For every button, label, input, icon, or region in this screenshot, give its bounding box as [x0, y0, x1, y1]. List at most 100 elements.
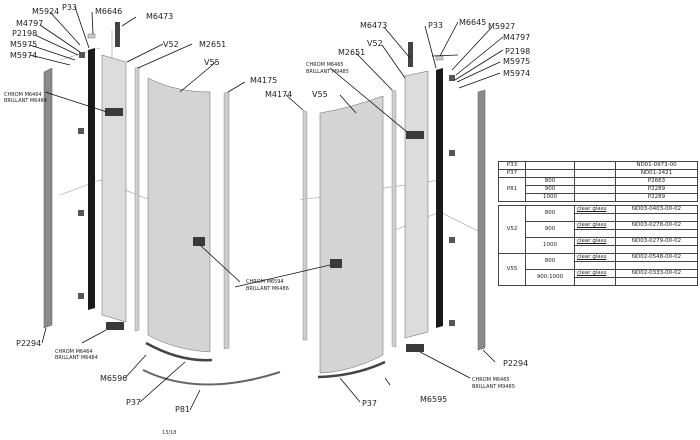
- label-p33-right: P33: [428, 21, 443, 30]
- table-row: 900 P2289: [499, 185, 698, 194]
- strip-m2651-right: [391, 89, 397, 348]
- label-m4174: M4174: [265, 90, 292, 99]
- cell-blank: [615, 245, 698, 254]
- cell-code: ND01-2421: [615, 169, 698, 178]
- cell-size: 900: [525, 221, 575, 238]
- label-m4797: M4797: [16, 19, 43, 28]
- label-p37: P37: [126, 398, 141, 407]
- parts-table-profiles: P33 ND01-0973-00 P37 ND01-2421 P81 800 P…: [498, 161, 698, 202]
- cell-size: 1000: [525, 193, 575, 202]
- cap-m6646: [87, 33, 96, 39]
- table-row: 900 clear glass ND03-0278-00-02: [499, 221, 698, 238]
- cell-code: ND03-0278-00-02: [615, 221, 698, 230]
- cell-note: [574, 193, 616, 202]
- label-m5974-right: M5974: [503, 69, 530, 78]
- cell-code: ND02-0548-00-02: [615, 253, 698, 262]
- label-m6646: M6646: [95, 7, 122, 16]
- cell-size: 900;1000: [525, 269, 575, 286]
- table-row: V55 800 clear glass ND02-0548-00-02: [498, 253, 698, 286]
- cell-note: [574, 177, 616, 186]
- label-m6596: M6596: [100, 374, 127, 383]
- cell-note: [574, 169, 616, 178]
- wall-profile-p2294-right: [477, 89, 486, 351]
- label-p37-right: P37: [362, 399, 377, 408]
- seal-profile-p33-right: [436, 68, 443, 328]
- cell-blank: [615, 277, 698, 286]
- cell-part: V55: [498, 253, 526, 286]
- label-handle-bottom-chrom-right: CHROM M6465: [472, 377, 510, 383]
- label-v52: V52: [163, 40, 179, 49]
- left-assembly: M5924 P33 M6646 M6473 M4797 P2198 M5975 …: [4, 3, 289, 414]
- cell-part: P81: [498, 177, 526, 202]
- cell-size: [525, 169, 575, 178]
- cell-size: 800: [525, 177, 575, 186]
- profile-m4175: [223, 91, 230, 350]
- table-row: 1000 clear glass ND03-0279-00-02: [499, 237, 698, 254]
- parts-table-glass: V52 800 clear glass ND03-0403-00-02 900 …: [498, 205, 698, 286]
- cell-note: [574, 161, 616, 170]
- cell-code: P2289: [615, 193, 698, 202]
- label-v52-right: V52: [367, 39, 383, 48]
- cell-blank: [574, 213, 616, 222]
- strip-m2651: [134, 66, 140, 332]
- cell-size: 800: [525, 253, 575, 270]
- label-v55-right: V55: [312, 90, 328, 99]
- cell-note: clear glass: [574, 237, 616, 246]
- cell-size: 1000: [525, 237, 575, 254]
- wall-brackets-right: [449, 75, 455, 326]
- label-m2651-right: M2651: [338, 48, 365, 57]
- cell-part: P37: [498, 169, 526, 178]
- label-handle-bottom-chrom: CHROM M6464: [55, 349, 93, 355]
- label-p2294: P2294: [16, 339, 41, 348]
- label-p81: P81: [175, 405, 190, 414]
- handle-mid: [193, 237, 205, 246]
- cap-m6645: [435, 55, 444, 61]
- table-row: P37 ND01-2421: [498, 169, 698, 178]
- cell-note: clear glass: [574, 205, 616, 214]
- label-p2198: P2198: [12, 29, 37, 38]
- cell-code: ND02-0333-00-02: [615, 269, 698, 278]
- label-p33: P33: [62, 3, 77, 12]
- page-number: 13/18: [162, 430, 177, 436]
- label-m6645: M6645: [459, 18, 486, 27]
- fixed-glass-panel-v52-right: [404, 70, 429, 339]
- cell-code: ND03-0403-00-02: [615, 205, 698, 214]
- cell-part: P33: [498, 161, 526, 170]
- label-m4175: M4175: [250, 76, 277, 85]
- label-m2651: M2651: [199, 40, 226, 49]
- cell-code: ND03-0279-00-02: [615, 237, 698, 246]
- table-row: V52 800 clear glass ND03-0403-00-02: [498, 205, 698, 254]
- cell-note: clear glass: [574, 253, 616, 262]
- cell-blank: [615, 261, 698, 270]
- hinge-top-right: [406, 131, 424, 139]
- hinge-top: [105, 108, 123, 116]
- label-handle-top-brillant: BRILLANT M6484: [4, 98, 47, 104]
- label-p2294-right: P2294: [503, 359, 528, 368]
- label-m4797-right: M4797: [503, 33, 530, 42]
- label-handle-top-brillant-right: BRILLANT M9485: [306, 69, 349, 75]
- label-m5927: M5927: [488, 22, 515, 31]
- table-row: P81 800 P2663: [498, 177, 698, 202]
- wall-profile-p2294: [43, 67, 53, 329]
- cell-code: P2289: [615, 185, 698, 194]
- cell-size: 900: [525, 185, 575, 194]
- label-handle-mid-chrom: CHROM M6594: [246, 279, 284, 285]
- top-connector-m6473-right: [408, 42, 413, 67]
- table-row: 900;1000 clear glass ND02-0333-00-02: [499, 269, 698, 286]
- cell-note: clear glass: [574, 269, 616, 278]
- label-handle-top-chrom: CHROM M6464: [4, 92, 42, 98]
- label-m5924: M5924: [32, 7, 59, 16]
- label-m5974: M5974: [10, 51, 37, 60]
- handle-mid-right: [330, 259, 342, 268]
- cell-part: V52: [498, 205, 526, 254]
- cell-size: [525, 161, 575, 170]
- cell-code: P2663: [615, 177, 698, 186]
- label-m5975-right: M5975: [503, 57, 530, 66]
- label-handle-bottom-brillant: BRILLANT M6484: [55, 355, 98, 361]
- cell-size: 800: [525, 205, 575, 222]
- label-v55: V55: [204, 58, 220, 67]
- profile-m4174: [302, 109, 308, 341]
- cell-note: clear glass: [574, 221, 616, 230]
- wall-brackets: [78, 52, 85, 299]
